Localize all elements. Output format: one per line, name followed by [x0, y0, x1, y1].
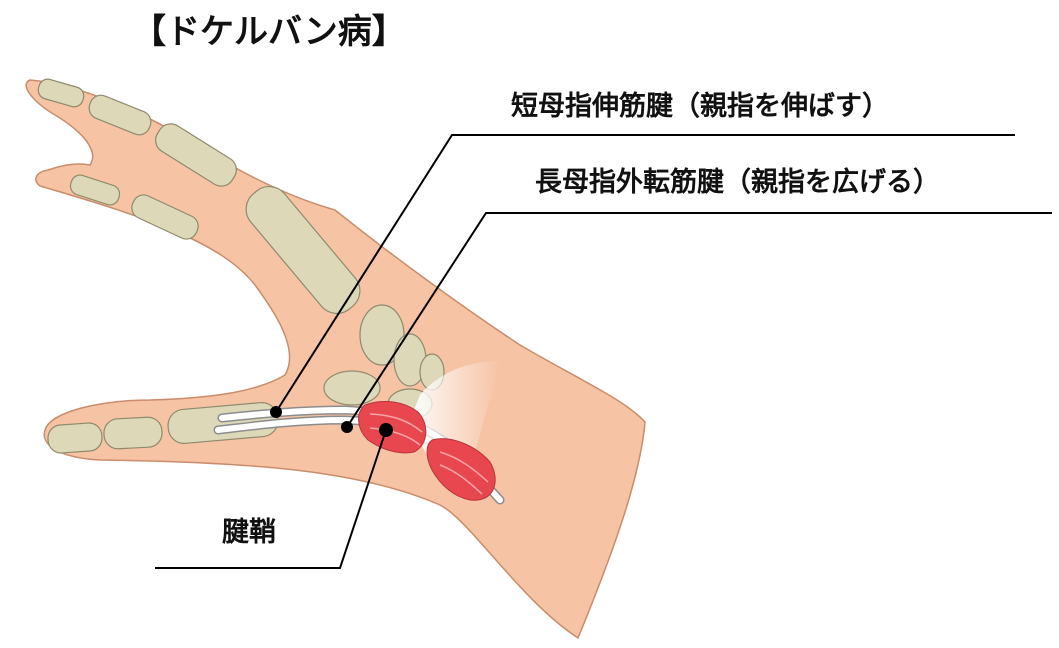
leader-lines	[155, 134, 1052, 569]
tendon-sheath-label: 腱鞘	[222, 517, 276, 548]
marker-sheath	[379, 423, 393, 437]
marker-apl	[341, 421, 353, 433]
leader-epb	[275, 134, 1015, 413]
leader-sheath	[155, 429, 387, 569]
page-title: 【ドケルバン病】	[132, 12, 406, 52]
leader-apl	[346, 212, 1052, 428]
marker-epb	[270, 406, 282, 418]
apl-tendon-label: 長母指外転筋腱（親指を広げる）	[535, 167, 940, 198]
epb-tendon-label: 短母指伸筋腱（親指を伸ばす）	[511, 91, 889, 122]
middle-finger-bones	[69, 174, 199, 240]
index-finger-bones	[37, 78, 361, 315]
retinaculum-band	[410, 361, 500, 500]
